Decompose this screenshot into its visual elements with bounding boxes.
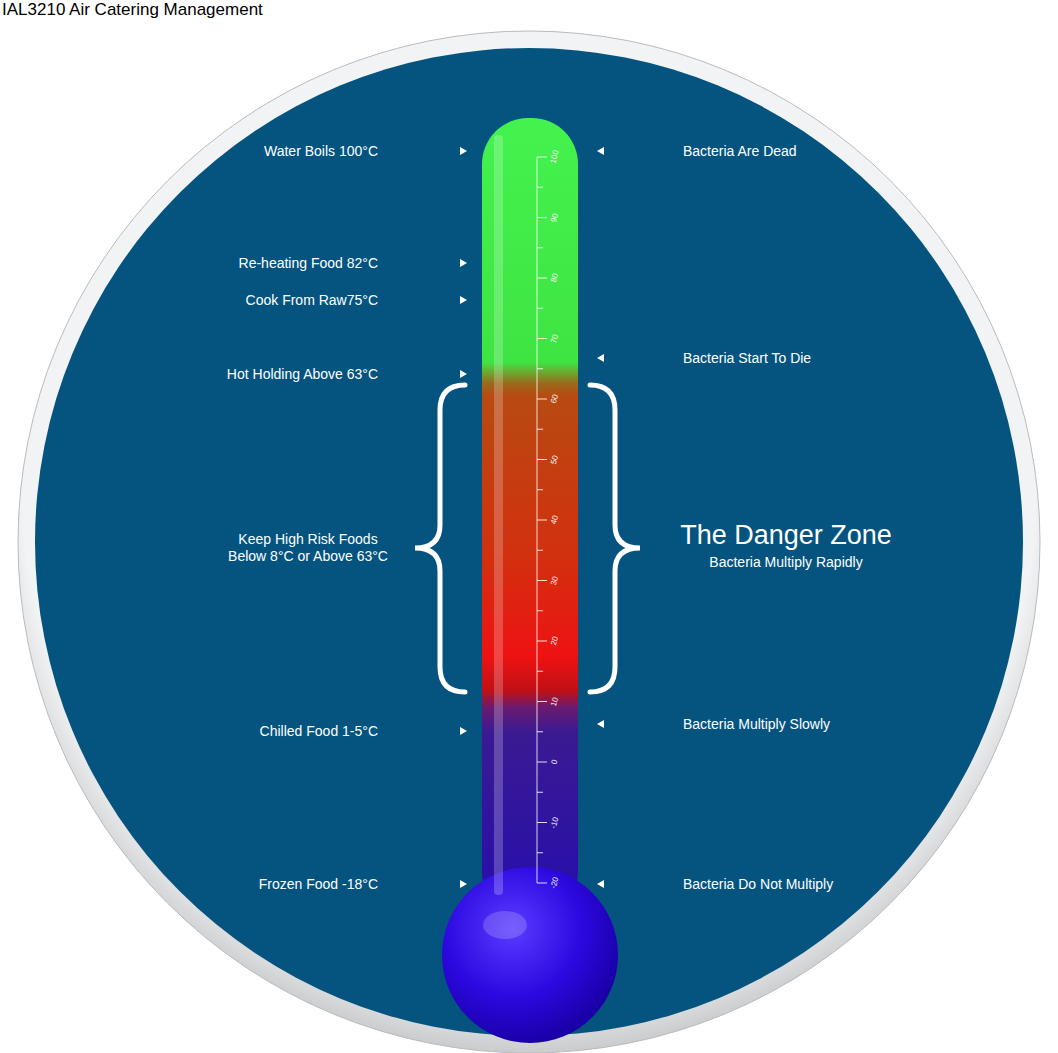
bacteria-note: Bacteria Multiply Slowly [683,716,830,733]
bacteria-note: Bacteria Start To Die [683,350,811,367]
temperature-label: Chilled Food 1-5°C [260,723,378,740]
tube-highlight [494,135,503,895]
thermometer-tube [482,118,578,918]
temperature-label: Water Boils 100°C [264,143,378,160]
bacteria-note: Bacteria Are Dead [683,143,797,160]
zone-heading: The Danger Zone [680,519,892,551]
temperature-label: Frozen Food -18°C [259,876,378,893]
outer-ring [18,31,1040,1053]
temperature-label: Cook From Raw75°C [246,292,378,309]
page-header: IAL3210 Air Catering Management [2,0,263,20]
pointer-triangles [460,147,604,888]
bulb-highlight [483,911,527,939]
brace-note: Keep High Risk Foods Below 8°C or Above … [222,531,394,565]
scale-ticks [537,157,547,883]
left-brace [415,385,465,692]
temperature-label: Re-heating Food 82°C [239,255,378,272]
thermometer-bulb [442,867,618,1043]
zone-subheading: Bacteria Multiply Rapidly [709,554,862,571]
temperature-label: Hot Holding Above 63°C [227,366,378,383]
bacteria-note: Bacteria Do Not Multiply [683,876,833,893]
right-brace [590,385,640,692]
